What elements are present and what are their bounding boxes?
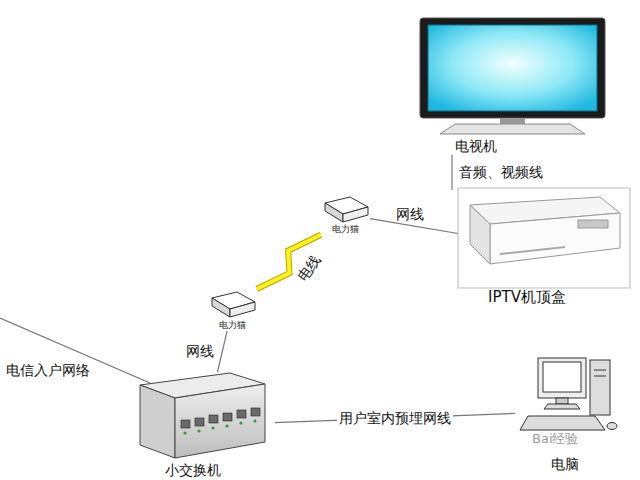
powerline-modem-node: 电力猫 <box>206 289 258 331</box>
cable-label: 用户室内预埋网线 <box>337 410 453 426</box>
device-label: IPTV机顶盒 <box>488 288 630 306</box>
incoming-line <box>0 318 150 383</box>
settop-box-illustration <box>458 188 630 288</box>
device-label: 电力猫 <box>320 224 370 235</box>
device-label: 电视机 <box>455 138 610 155</box>
cable-line <box>451 155 452 190</box>
powerline-modem-node: 电力猫 <box>320 194 370 235</box>
device-label: 电脑 <box>515 456 615 473</box>
settop-box-node: IPTV机顶盒 <box>458 190 630 306</box>
cable-label: 电线 <box>293 250 325 285</box>
powerline-modem-illustration <box>325 197 368 222</box>
cable-label: 网线 <box>394 206 426 222</box>
computer-illustration <box>520 358 617 430</box>
tv-illustration <box>420 18 605 134</box>
watermark: Bai经验 <box>530 432 581 447</box>
device-label: 小交换机 <box>165 462 275 479</box>
device-label: 电力猫 <box>206 320 258 331</box>
computer-node: 电脑 <box>515 350 615 473</box>
switch-node: 小交换机 <box>135 372 275 479</box>
network-label: 电信入户网络 <box>4 362 92 378</box>
cable-label: 音频、视频线 <box>457 164 545 180</box>
cable-line <box>217 331 227 372</box>
powerline-modem-illustration <box>212 292 255 317</box>
tv-node: 电视机 <box>415 12 610 155</box>
cable-label: 网线 <box>184 343 216 359</box>
switch-illustration <box>140 373 265 458</box>
